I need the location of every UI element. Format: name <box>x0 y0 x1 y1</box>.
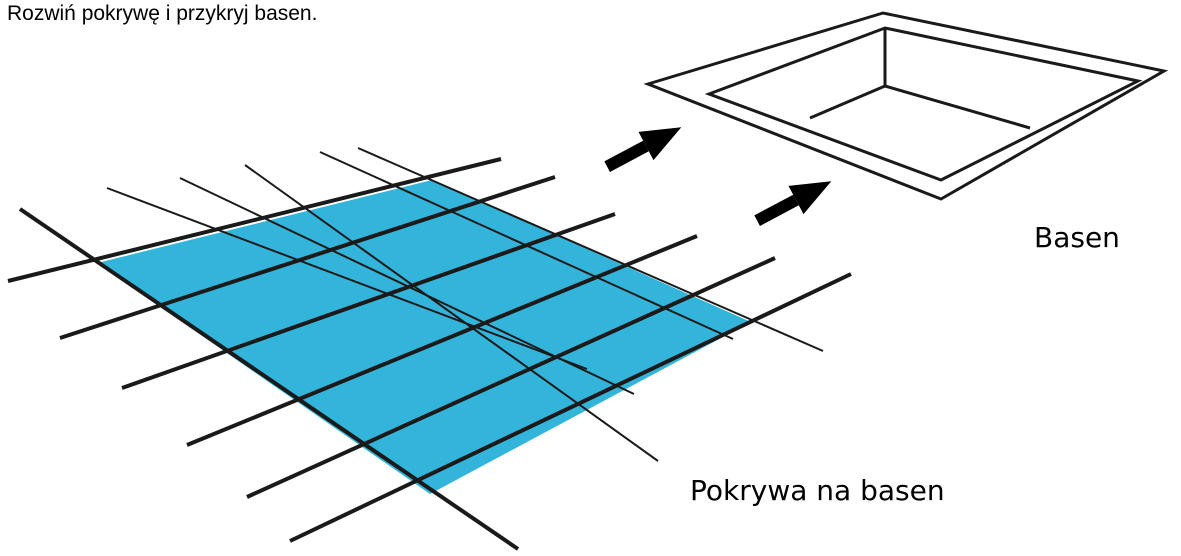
cover-row-line <box>246 256 776 499</box>
pool-cover-illustration <box>7 147 852 551</box>
pool-inner-rim <box>704 26 1143 182</box>
cover-label: Pokrywa na basen <box>690 474 945 507</box>
cover-row-line <box>59 175 556 340</box>
instruction-text: Rozwiń pokrywę i przykryj basen. <box>7 2 318 25</box>
cover-row-line <box>186 234 698 447</box>
cover-column-line <box>244 164 659 462</box>
cover-fill <box>97 180 751 494</box>
cover-row-line <box>7 157 502 283</box>
cover-grid <box>7 147 852 551</box>
cover-column-line <box>179 177 635 395</box>
cover-edge-line <box>18 207 520 551</box>
pool-outer-rim <box>643 11 1169 201</box>
arrows-group <box>604 127 832 226</box>
pool-floor-back <box>884 84 1031 130</box>
cover-column-line <box>357 147 824 352</box>
arrow-up-right-icon <box>604 127 682 172</box>
cover-column-line <box>319 151 734 340</box>
arrow-up-right-icon <box>754 181 832 226</box>
cover-column-line <box>106 187 588 370</box>
cover-row-line <box>121 212 616 390</box>
pool-label: Basen <box>1034 221 1120 254</box>
pool-illustration <box>643 11 1169 201</box>
cover-row-line <box>289 272 852 543</box>
pool-floor-front <box>809 84 886 120</box>
